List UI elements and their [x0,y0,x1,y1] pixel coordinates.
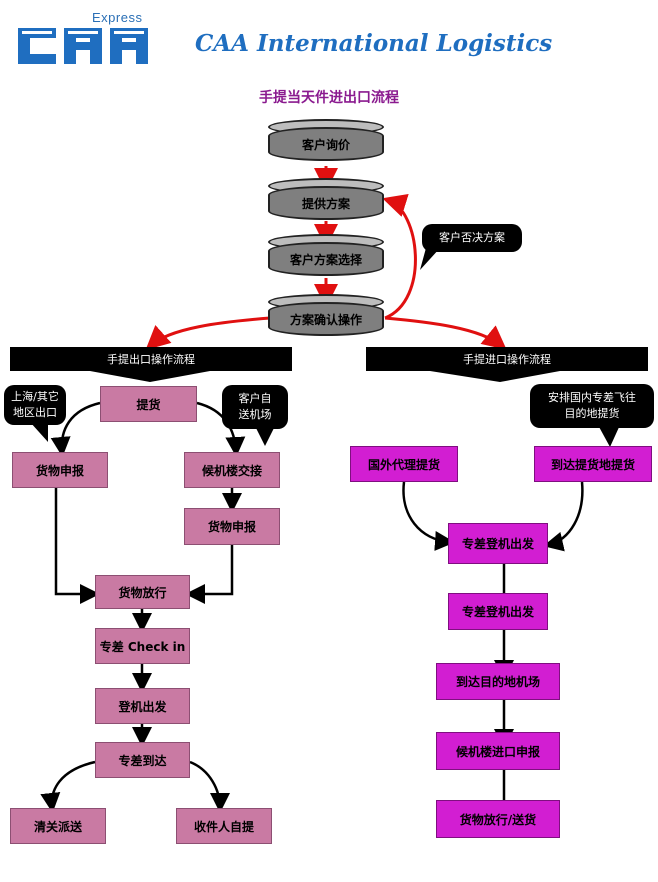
callout-line: 目的地提货 [564,407,620,420]
step-confirm-operation: 方案确认操作 [268,302,384,336]
export-pickup: 提货 [100,386,197,422]
callout-line: 上海/其它 [11,389,59,403]
import-foreign-agent: 国外代理提货 [350,446,458,482]
export-clearance: 清关派送 [10,808,106,844]
export-release: 货物放行 [95,575,190,609]
import-release-delivery: 货物放行/送货 [436,800,560,838]
export-self-pickup: 收件人自提 [176,808,272,844]
callout-pointer [255,426,275,446]
company-name: CAA International Logistics [195,30,553,57]
callout-pointer [420,248,440,270]
export-boarding: 登机出发 [95,688,190,724]
callout-self-delivery: 客户自 送机场 [222,385,288,429]
import-arrival-pickup: 到达提货地提货 [534,446,652,482]
step-plan-selection: 客户方案选择 [268,242,384,276]
callout-pointer [30,422,48,442]
export-terminal-handover: 候机楼交接 [184,452,280,488]
callout-line: 客户自 [238,391,272,405]
import-terminal-declare: 候机楼进口申报 [436,732,560,770]
export-banner: 手提出口操作流程 [10,347,292,371]
import-banner: 手提进口操作流程 [366,347,648,371]
logo-express-text: Express [92,10,143,25]
callout-line: 送机场 [238,408,272,421]
export-declare-left: 货物申报 [12,452,108,488]
callout-line: 安排国内专差飞往 [548,390,636,404]
export-declare-right: 货物申报 [184,508,280,545]
import-depart-2: 专差登机出发 [448,593,548,630]
callout-domestic-courier: 安排国内专差飞往 目的地提货 [530,384,654,428]
callout-shanghai-export: 上海/其它 地区出口 [4,385,66,425]
callout-pointer [598,425,620,447]
export-arrival: 专差到达 [95,742,190,778]
step-provide-plan: 提供方案 [268,186,384,220]
callout-reject: 客户否决方案 [422,224,522,252]
page-title: 手提当天件进出口流程 [259,90,399,106]
callout-line: 地区出口 [13,406,57,419]
caa-logo [18,28,148,64]
step-inquiry: 客户询价 [268,127,384,161]
export-checkin: 专差 Check in [95,628,190,664]
import-depart-1: 专差登机出发 [448,523,548,564]
import-arrive-airport: 到达目的地机场 [436,663,560,700]
